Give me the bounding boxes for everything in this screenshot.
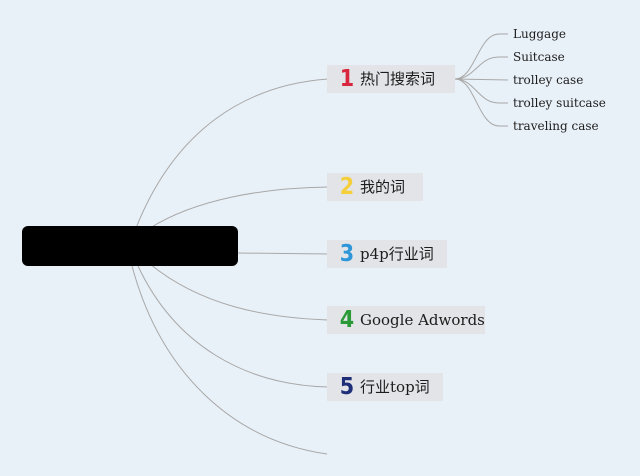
number-badge-2: 2: [339, 174, 355, 200]
connector-leaf-2: [454, 56, 508, 80]
root-node-redacted[interactable]: [22, 226, 238, 266]
connector-leaf-3: [454, 78, 509, 81]
branch-node-5[interactable]: 5 行业top词: [327, 373, 443, 401]
leaf-node-4[interactable]: trolley suitcase: [513, 96, 606, 110]
connector-leaf-1: [454, 33, 508, 80]
connector-leaf-5: [454, 78, 508, 127]
number-badge-1: 1: [339, 66, 355, 92]
leaf-node-5[interactable]: traveling case: [513, 119, 599, 133]
connector-branch-2: [149, 186, 329, 229]
branch-label-4: Google Adwords: [360, 311, 485, 329]
branch-label-5: 行业top词: [360, 378, 430, 396]
connector-branch-1: [135, 78, 329, 229]
branch-label-1: 热门搜索词: [360, 70, 436, 88]
leaf-node-3[interactable]: trolley case: [513, 73, 584, 87]
leaf-node-2[interactable]: Suitcase: [513, 50, 565, 64]
connector-branch-3: [237, 252, 329, 255]
connector-branch-5: [137, 265, 329, 388]
leaf-node-1[interactable]: Luggage: [513, 27, 566, 41]
connector-leaf-4: [454, 78, 508, 104]
number-badge-3: 3: [339, 241, 355, 267]
branch-label-3: p4p行业词: [360, 245, 434, 263]
branch-label-2: 我的词: [360, 178, 406, 196]
number-badge-5: 5: [339, 374, 355, 400]
branch-node-1[interactable]: 1 热门搜索词: [327, 65, 455, 93]
number-badge-4: 4: [339, 307, 355, 333]
branch-node-3[interactable]: 3 p4p行业词: [327, 240, 447, 268]
connector-extra: [131, 265, 328, 455]
connector-branch-4: [149, 263, 329, 321]
branch-node-2[interactable]: 2 我的词: [327, 173, 423, 201]
branch-node-4[interactable]: 4 Google Adwords: [327, 306, 485, 334]
